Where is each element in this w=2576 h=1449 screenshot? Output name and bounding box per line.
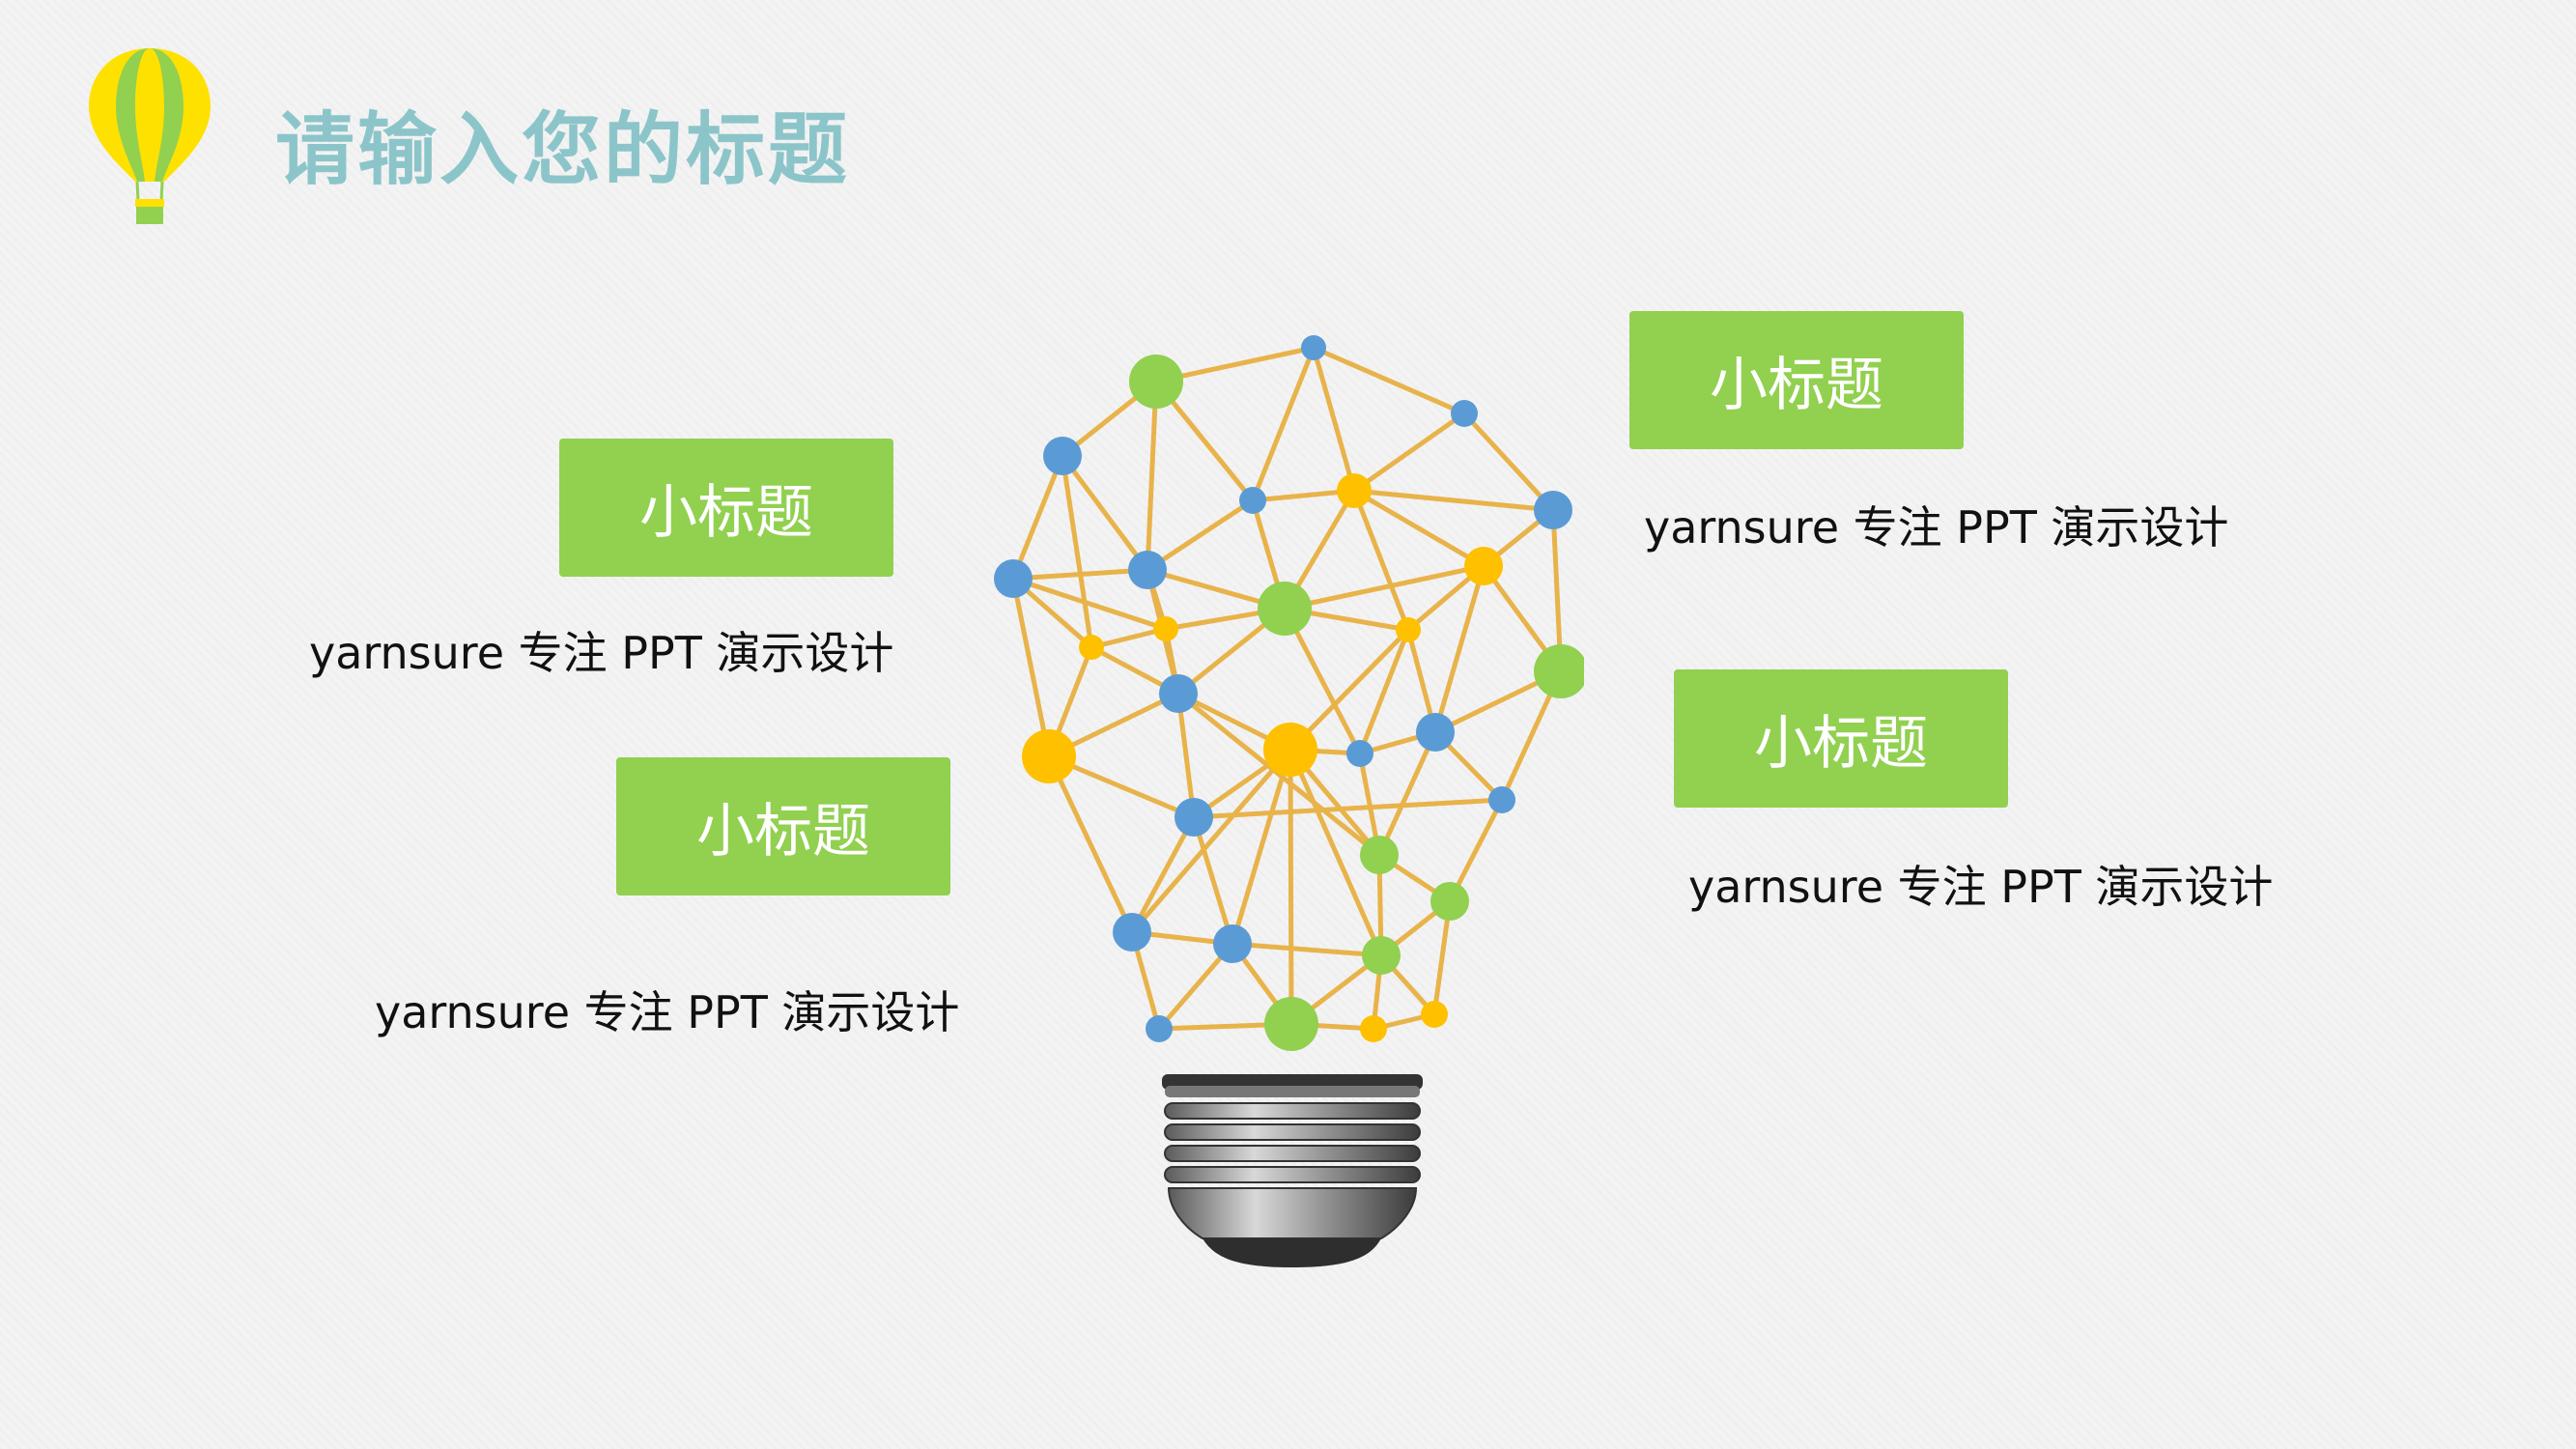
network-edge — [1351, 488, 1411, 633]
network-node — [1346, 740, 1373, 767]
network-edge — [1461, 411, 1556, 513]
subtitle-tag-left-bottom: 小标题 — [616, 757, 950, 895]
network-node — [1239, 487, 1266, 514]
network-node — [1534, 491, 1572, 529]
network-node — [1421, 1001, 1448, 1028]
network-edge — [1046, 753, 1135, 935]
network-edge — [1145, 497, 1256, 573]
description-left-bottom: yarnsure 专注 PPT 演示设计 — [375, 986, 960, 1038]
network-node — [1258, 582, 1312, 636]
network-node — [1301, 335, 1326, 360]
network-node — [1451, 400, 1478, 427]
network-edge — [1311, 345, 1467, 416]
network-edge — [1288, 747, 1294, 1027]
network-node — [1175, 798, 1213, 837]
network-node — [1129, 355, 1183, 409]
network-node — [1362, 936, 1401, 975]
network-node — [1430, 882, 1469, 921]
network-edge — [1191, 814, 1235, 947]
network-node — [1043, 437, 1082, 475]
network-edge — [1145, 379, 1159, 573]
network-edge — [1432, 563, 1486, 735]
subtitle-tag-right-top: 小标题 — [1629, 311, 1964, 449]
network-edge — [1089, 626, 1169, 650]
network-edge — [1010, 576, 1169, 632]
network-node — [1264, 997, 1318, 1051]
network-lightbulb-illustration — [994, 335, 1584, 1267]
network-edge — [1175, 691, 1197, 820]
network-node — [1079, 635, 1104, 660]
network-node — [1464, 547, 1503, 585]
network-node — [1396, 617, 1421, 642]
network-edge — [1175, 691, 1382, 858]
network-edge — [1311, 345, 1357, 494]
network-edge — [1288, 747, 1384, 958]
network-edge — [1351, 488, 1486, 569]
network-edge — [1351, 488, 1556, 513]
network-edge — [1230, 747, 1293, 947]
network-node — [1416, 713, 1455, 752]
network-edge — [1288, 627, 1411, 753]
page-title: 请输入您的标题 — [275, 104, 851, 196]
subtitle-tag-right-bottom: 小标题 — [1674, 669, 2008, 808]
network-edge — [1129, 814, 1197, 935]
network-edge — [1010, 567, 1150, 582]
network-node — [1263, 723, 1317, 777]
network-edge — [1060, 453, 1150, 573]
network-edge — [1010, 576, 1052, 759]
network-edge — [1230, 941, 1384, 958]
network-node — [1128, 551, 1167, 589]
network-node — [1534, 644, 1584, 698]
network-node — [1113, 913, 1151, 952]
network-node — [1146, 1015, 1173, 1042]
network-node — [1153, 616, 1178, 641]
network-node — [1022, 729, 1076, 783]
network-node — [1360, 836, 1399, 874]
network-edge — [1250, 345, 1316, 503]
description-right-top: yarnsure 专注 PPT 演示设计 — [1644, 501, 2229, 554]
network-node — [1488, 786, 1515, 813]
network-node — [1337, 473, 1372, 508]
network-node — [1159, 674, 1198, 713]
network-edge — [1376, 729, 1438, 858]
network-edge — [1191, 797, 1505, 820]
description-left-top: yarnsure 专注 PPT 演示设计 — [309, 627, 894, 679]
network-edge — [1282, 563, 1486, 611]
network-edge — [1060, 453, 1094, 650]
network-edge — [1351, 411, 1467, 494]
subtitle-tag-left-top: 小标题 — [559, 439, 893, 577]
network-node — [1360, 1015, 1387, 1042]
network-node — [994, 559, 1033, 598]
network-node — [1213, 924, 1252, 963]
network-edge — [1010, 453, 1065, 582]
network-edge — [1357, 627, 1411, 756]
hot-air-balloon-icon — [89, 48, 211, 224]
description-right-bottom: yarnsure 专注 PPT 演示设计 — [1688, 861, 2274, 913]
network-edge — [1129, 747, 1293, 935]
network-edge — [1282, 606, 1363, 756]
bulb-base — [1162, 1074, 1423, 1267]
